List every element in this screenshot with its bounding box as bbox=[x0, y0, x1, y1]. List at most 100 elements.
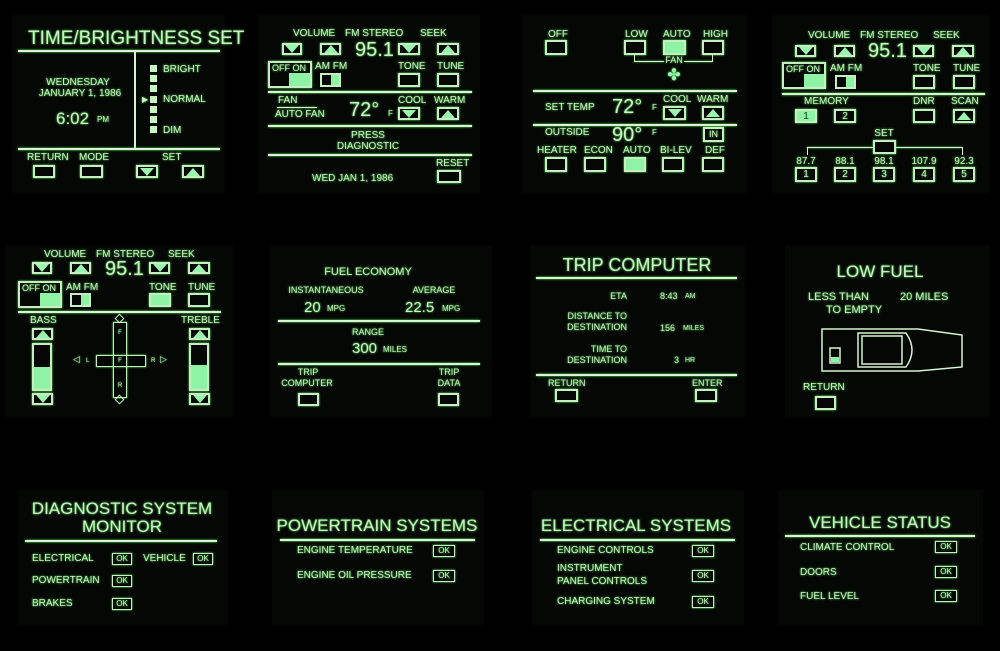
electrical-status[interactable]: OK bbox=[112, 553, 132, 565]
tune-button[interactable] bbox=[953, 75, 975, 89]
volume-down-button[interactable] bbox=[795, 45, 816, 57]
tone-button[interactable] bbox=[149, 293, 171, 307]
set-button[interactable] bbox=[873, 140, 896, 154]
balance-track[interactable] bbox=[96, 355, 146, 367]
fuel-level-status[interactable]: OK bbox=[935, 590, 957, 602]
amfm-toggle[interactable] bbox=[320, 73, 341, 87]
date-display: WED JAN 1, 1986 bbox=[312, 173, 394, 184]
press-label: PRESS bbox=[351, 130, 385, 141]
return-button[interactable] bbox=[555, 389, 578, 402]
heater-button[interactable] bbox=[545, 157, 567, 172]
engine-temp-status[interactable]: OK bbox=[433, 545, 455, 557]
tone-button[interactable] bbox=[913, 75, 935, 89]
seek-up-button[interactable] bbox=[188, 262, 210, 274]
volume-up-button[interactable] bbox=[320, 43, 341, 55]
fader-rear[interactable]: R bbox=[117, 383, 123, 389]
volume-up-button[interactable] bbox=[70, 262, 91, 274]
fan-low-button[interactable] bbox=[624, 40, 646, 55]
warm-button[interactable] bbox=[702, 106, 724, 120]
power-toggle[interactable]: OFF ON bbox=[268, 61, 312, 88]
seek-up-button[interactable] bbox=[952, 45, 974, 57]
set-temperature: 72° bbox=[349, 99, 380, 121]
return-button[interactable] bbox=[33, 165, 55, 178]
bass-down-button[interactable] bbox=[32, 393, 53, 405]
power-toggle[interactable]: OFF ON bbox=[782, 62, 826, 89]
fan-auto-button[interactable] bbox=[663, 40, 686, 55]
clock-ampm: PM bbox=[97, 115, 109, 124]
balance-right-icon[interactable]: ▷ bbox=[160, 354, 167, 364]
tune-button[interactable] bbox=[188, 293, 210, 307]
divider bbox=[533, 124, 737, 126]
preset-4-button[interactable]: 4 bbox=[913, 167, 935, 182]
divider bbox=[278, 363, 480, 365]
mode-button[interactable] bbox=[80, 165, 103, 178]
tune-button[interactable] bbox=[437, 73, 459, 87]
vehicle-status[interactable]: OK bbox=[193, 553, 213, 565]
diagnostic-label[interactable]: DIAGNOSTIC bbox=[336, 141, 400, 152]
doors-status[interactable]: OK bbox=[935, 566, 957, 578]
off-button[interactable] bbox=[545, 40, 567, 55]
auto-label: AUTO bbox=[663, 29, 691, 40]
charging-system-status[interactable]: OK bbox=[692, 596, 714, 608]
auto-mode-button[interactable] bbox=[624, 157, 646, 172]
warm-button[interactable] bbox=[437, 107, 459, 120]
level-bright[interactable]: BRIGHT bbox=[163, 64, 201, 75]
instrument-panel-status[interactable]: OK bbox=[692, 570, 714, 582]
mpg-unit: MPG bbox=[442, 304, 461, 313]
set-up-button[interactable] bbox=[182, 165, 204, 178]
auto-fan-label[interactable]: AUTO FAN bbox=[275, 109, 325, 120]
time-unit: HR bbox=[685, 357, 696, 364]
return-button[interactable] bbox=[815, 396, 836, 410]
treble-up-button[interactable] bbox=[189, 328, 210, 340]
fader-front[interactable]: F bbox=[118, 330, 122, 336]
cool-button[interactable] bbox=[663, 106, 686, 120]
treble-down-button[interactable] bbox=[189, 393, 210, 405]
treble-slider[interactable] bbox=[189, 343, 209, 391]
seek-up-button[interactable] bbox=[437, 43, 459, 55]
level-dim[interactable]: DIM bbox=[163, 125, 182, 136]
powertrain-status[interactable]: OK bbox=[112, 575, 132, 587]
brakes-status[interactable]: OK bbox=[112, 598, 132, 610]
preset-3-button[interactable]: 3 bbox=[873, 167, 895, 182]
amfm-toggle[interactable] bbox=[835, 75, 856, 89]
bass-up-button[interactable] bbox=[32, 328, 53, 340]
inside-button[interactable]: IN bbox=[703, 127, 724, 142]
volume-down-button[interactable] bbox=[32, 262, 52, 274]
tone-button[interactable] bbox=[398, 73, 420, 87]
seek-down-button[interactable] bbox=[398, 43, 420, 55]
bass-slider[interactable] bbox=[32, 343, 52, 391]
bass-level-fill bbox=[34, 367, 50, 389]
fan-label[interactable]: FAN bbox=[278, 95, 298, 106]
cool-button[interactable] bbox=[398, 107, 420, 120]
mpg-unit: MPG bbox=[327, 304, 346, 313]
bilev-button[interactable] bbox=[662, 157, 684, 172]
preset-1-button[interactable]: 1 bbox=[795, 167, 817, 182]
seek-down-button[interactable] bbox=[149, 262, 170, 274]
fan-high-button[interactable] bbox=[702, 40, 724, 55]
volume-up-button[interactable] bbox=[834, 45, 855, 57]
trip-computer-button[interactable] bbox=[298, 393, 319, 406]
engine-controls-status[interactable]: OK bbox=[692, 545, 714, 557]
def-button[interactable] bbox=[702, 157, 724, 172]
amfm-toggle[interactable] bbox=[70, 293, 91, 307]
climate-control-status[interactable]: OK bbox=[935, 541, 957, 553]
econ-button[interactable] bbox=[584, 157, 606, 172]
reset-button[interactable] bbox=[437, 170, 461, 183]
volume-down-button[interactable] bbox=[282, 43, 302, 55]
balance-left-icon[interactable]: ◁ bbox=[73, 354, 80, 364]
set-down-button[interactable] bbox=[136, 165, 158, 178]
memory-1-button[interactable]: 1 bbox=[795, 109, 817, 123]
scan-button[interactable] bbox=[953, 109, 975, 123]
power-toggle[interactable]: OFF ON bbox=[18, 281, 62, 308]
preset-2-button[interactable]: 2 bbox=[834, 167, 856, 182]
seek-down-button[interactable] bbox=[913, 45, 934, 57]
enter-button[interactable] bbox=[695, 389, 717, 402]
fader-track[interactable] bbox=[113, 322, 127, 398]
oil-pressure-status[interactable]: OK bbox=[433, 570, 455, 582]
trip-data-button[interactable] bbox=[438, 393, 459, 406]
preset-5-button[interactable]: 5 bbox=[953, 167, 975, 182]
memory-2-button[interactable]: 2 bbox=[834, 109, 856, 123]
level-normal[interactable]: NORMAL bbox=[163, 94, 206, 105]
dnr-button[interactable] bbox=[913, 109, 935, 123]
status-ok: OK bbox=[697, 597, 709, 606]
